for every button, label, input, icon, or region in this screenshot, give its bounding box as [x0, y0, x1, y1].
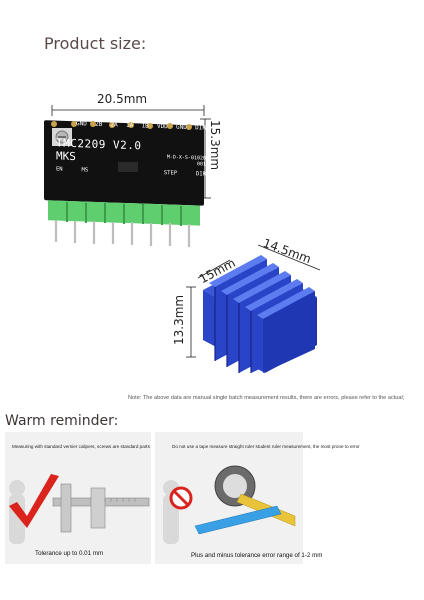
pin-label: 1A [126, 121, 134, 130]
panel-header: Do not use a tape measure straight ruler… [172, 444, 360, 449]
pin-label: DIR [196, 171, 206, 178]
board-width-label: 20.5mm [97, 92, 148, 106]
warm-reminder-title: Warm reminder: [5, 413, 119, 429]
pin-label: EN [56, 166, 63, 173]
board-code-2: 001 [196, 161, 206, 168]
pin-label: GND [76, 120, 87, 128]
pin-label: 2A [110, 121, 118, 129]
heatsink-image [203, 255, 317, 373]
tape-measure-illustration [163, 465, 296, 544]
reminder-panel-left: Measuring with standard vernier calipers… [5, 432, 151, 564]
heatsink-height-label: 13.3mm [172, 294, 186, 345]
stepper-driver-board [44, 120, 204, 247]
board-silkscreen: GND 2B 2A 1A 1B VDD GND DIR TMC2209 V2.0… [56, 119, 206, 178]
panel-caption: Tolerance up to 0.01 mm [35, 550, 104, 557]
panel-header: Measuring with standard vernier calipers… [12, 444, 150, 449]
measurement-note: Note: The above data are manual single b… [128, 395, 405, 401]
pin-label: VDD [156, 122, 168, 131]
pin-label: 2B [95, 120, 103, 128]
pin-label: GND [176, 123, 187, 131]
reminder-panel-right: Do not use a tape measure straight ruler… [155, 432, 360, 564]
panel-caption: Plus and minus tolerance error range of … [191, 552, 323, 559]
board-brand: MKS [56, 149, 76, 164]
pin-label: MS [81, 167, 89, 174]
caliper-illustration [9, 474, 150, 544]
pin-label: DIR [195, 124, 206, 132]
page-title: Product size: [44, 34, 147, 53]
pin-label: STEP [163, 170, 178, 177]
pin-label: 1B [141, 122, 149, 130]
